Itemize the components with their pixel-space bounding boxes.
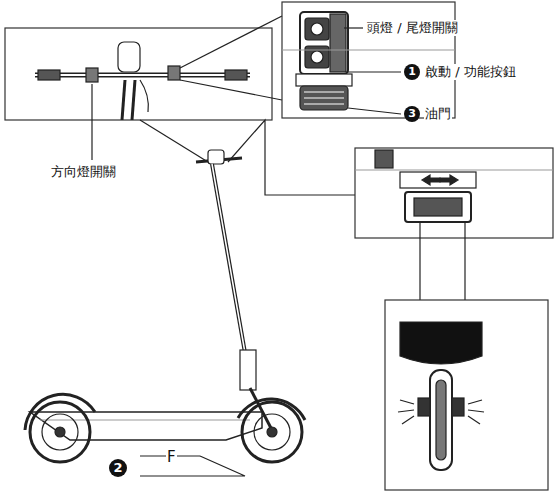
button-label: 啟動 / 功能按鈕 (424, 64, 517, 80)
callout-number: 3 (404, 106, 420, 122)
direction-letter: F (166, 449, 177, 465)
throttle-label: 油門 (424, 106, 452, 122)
switch-label: 方向燈開關 (50, 164, 117, 180)
callout-number: 1 (404, 64, 420, 80)
switch-label: 頭燈 / 尾燈開關 (366, 20, 459, 36)
callout-number: 2 (109, 459, 127, 477)
